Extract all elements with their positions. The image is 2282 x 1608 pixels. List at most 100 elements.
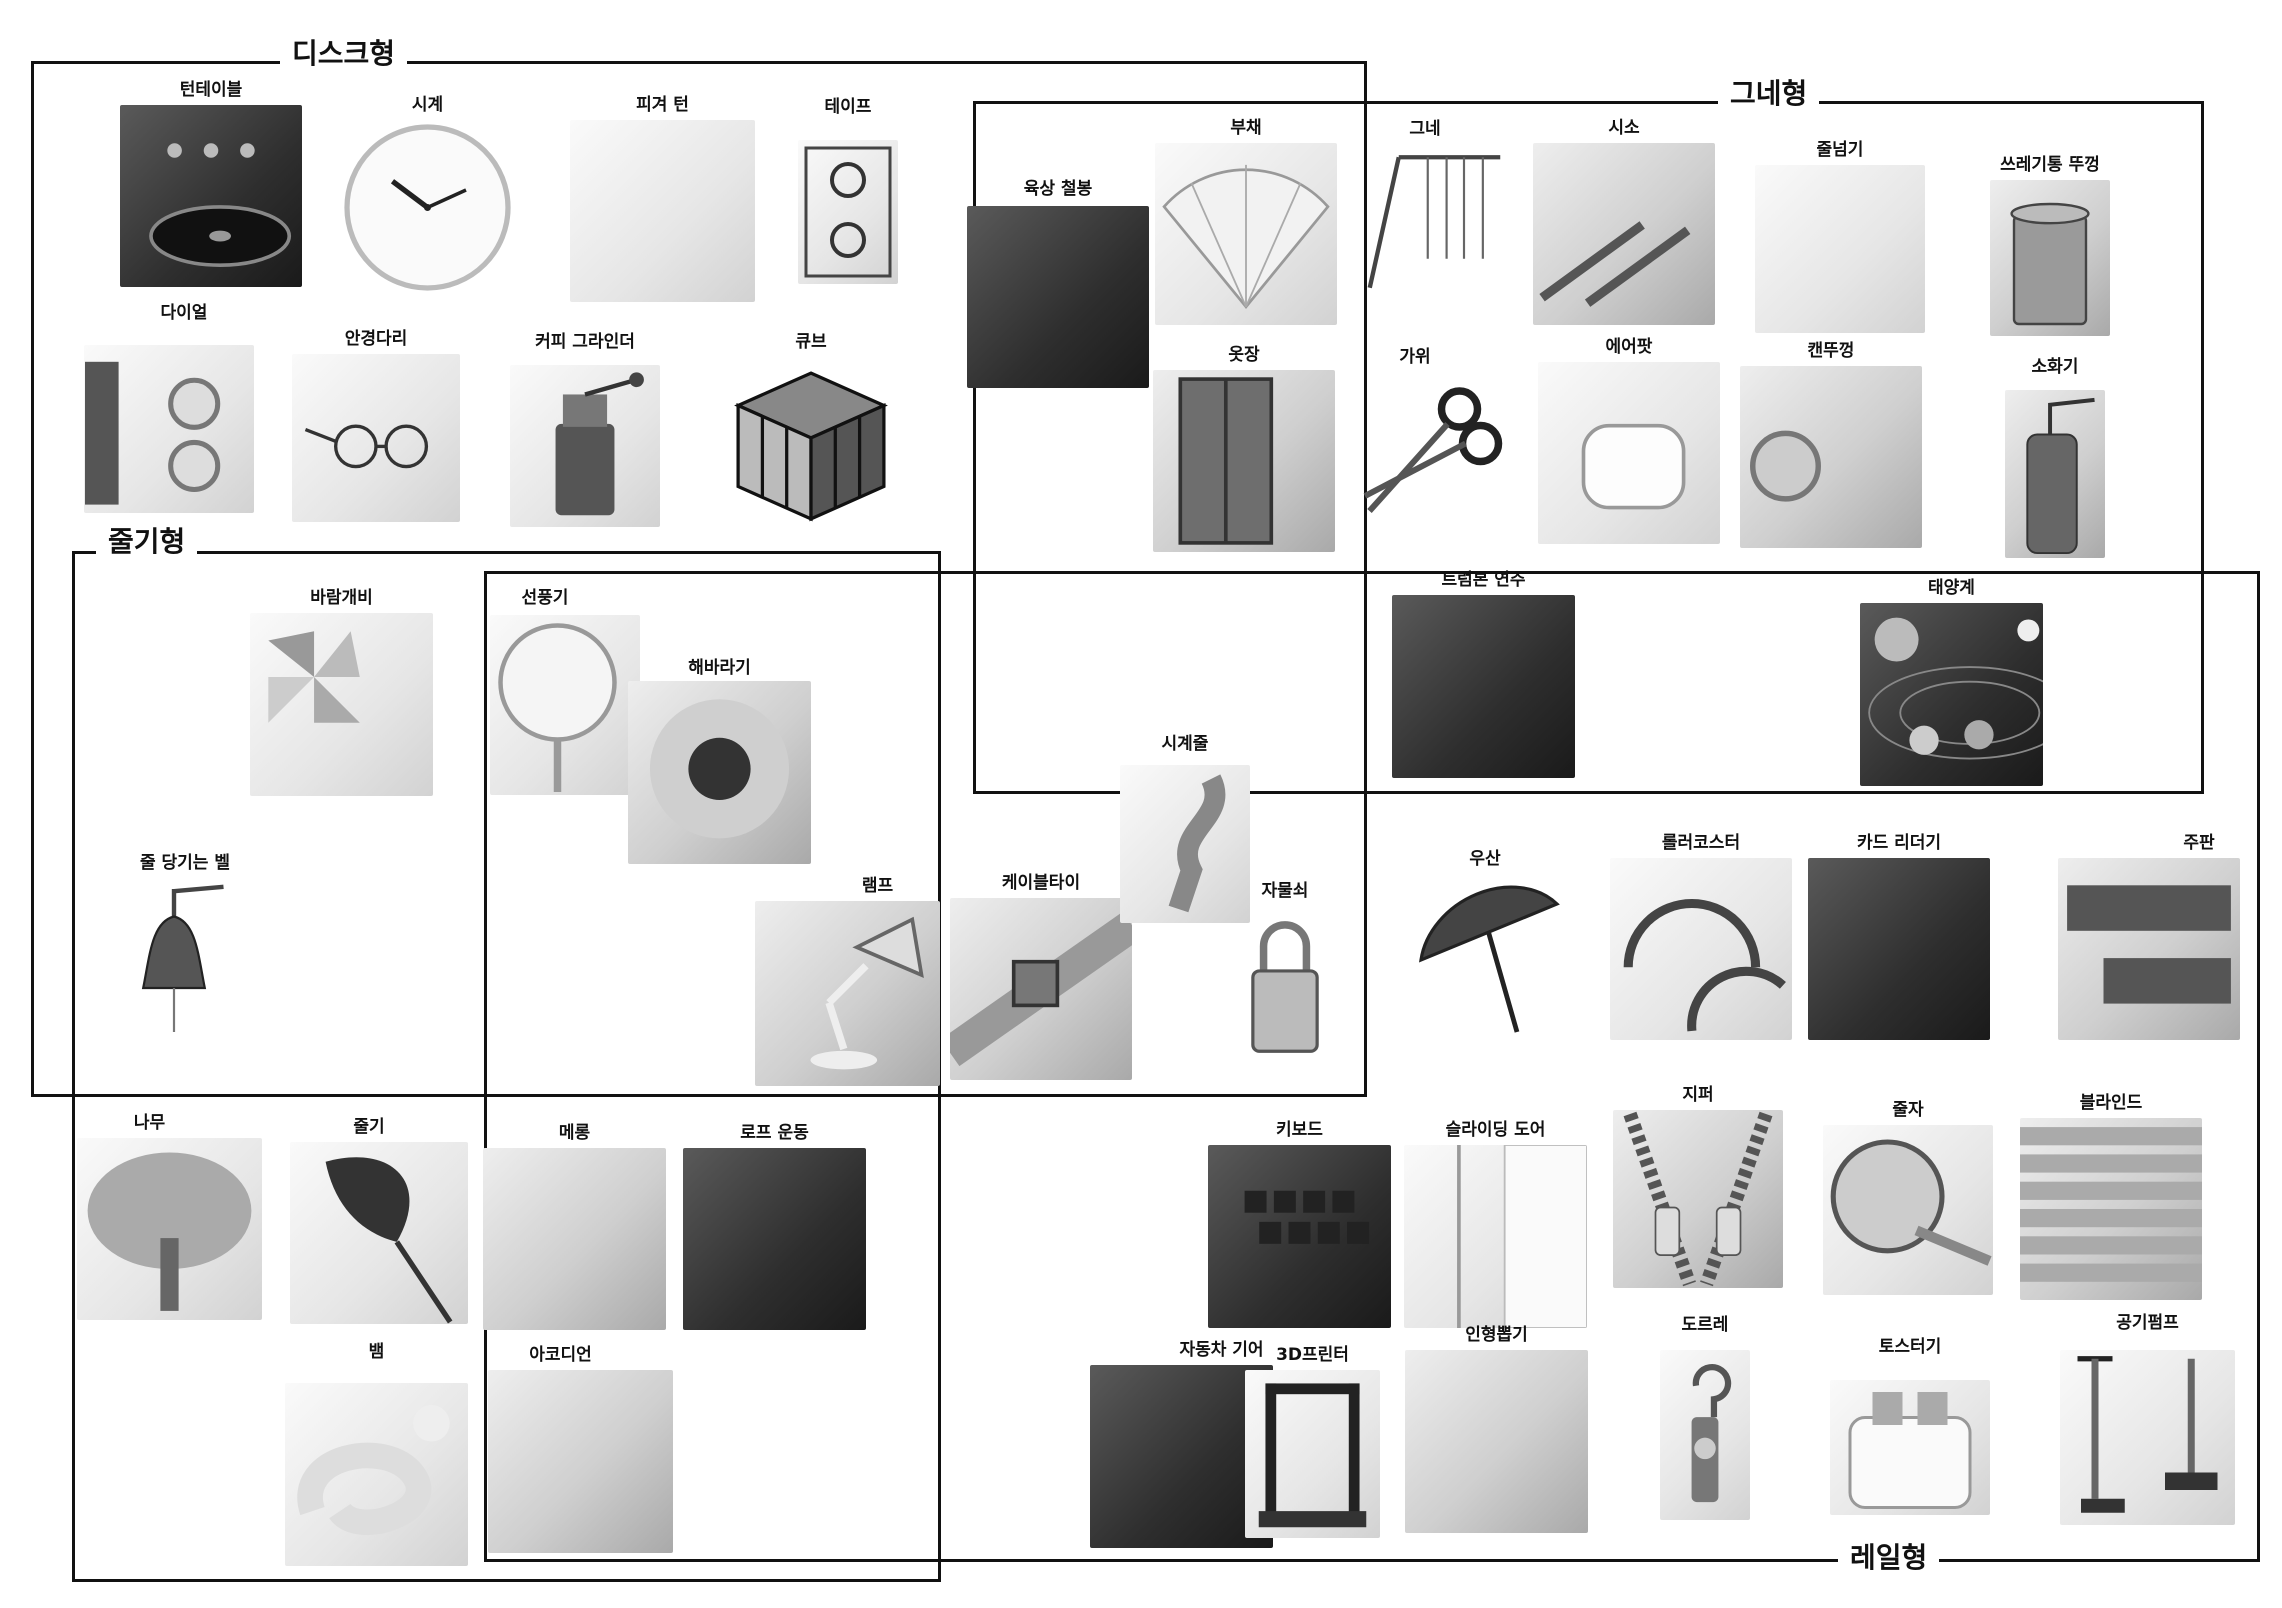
item-card-reader: 카드 리더기	[1808, 833, 1990, 1040]
air-pump-photo	[2060, 1350, 2235, 1525]
region-title-stem: 줄기형	[96, 524, 198, 560]
item-fan-hand: 부채	[1155, 118, 1337, 325]
item-sunflower: 해바라기	[628, 658, 811, 864]
item-label: 바람개비	[310, 588, 373, 608]
item-label: 아코디언	[529, 1345, 592, 1365]
padlock-icon	[1251, 921, 1319, 1053]
item-label: 메롱	[558, 1123, 591, 1143]
blind-photo	[2020, 1118, 2202, 1300]
item-pinwheel: 바람개비	[250, 588, 433, 796]
mellong-photo	[483, 1148, 666, 1330]
tape-measure-photo	[1823, 1125, 1993, 1295]
item-label: 줄기	[353, 1117, 385, 1137]
item-label: 램프	[861, 876, 894, 896]
item-padlock: 자물쇠	[1230, 881, 1340, 1062]
region-title-swing: 그네형	[1718, 76, 1820, 112]
item-jump-rope: 줄넘기	[1755, 140, 1925, 333]
item-label: 시소	[1608, 118, 1640, 138]
trombone-photo	[1392, 595, 1575, 778]
region-disk	[31, 61, 1367, 1097]
item-extinguisher: 소화기	[2005, 357, 2105, 558]
umbrella-icon	[1419, 885, 1560, 1033]
item-umbrella: 우산	[1405, 849, 1565, 1040]
item-snake: 뱀	[285, 1342, 468, 1566]
item-blind: 블라인드	[2020, 1093, 2202, 1300]
item-label: 캔뚜껑	[1807, 341, 1855, 361]
region-title-rail: 레일형	[1838, 1540, 1940, 1576]
item-label: 부채	[1230, 118, 1262, 138]
item-label: 키보드	[1276, 1120, 1323, 1140]
item-label: 가위	[1399, 347, 1431, 367]
item-label: 줄자	[1892, 1100, 1924, 1120]
clock-icon	[344, 124, 511, 291]
item-toaster: 토스터기	[1830, 1337, 1990, 1515]
item-label: 우산	[1469, 849, 1501, 869]
watch-strap-photo	[1120, 765, 1250, 923]
extinguisher-photo	[2005, 390, 2105, 558]
scissors-icon	[1363, 387, 1503, 514]
item-printer-3d: 3D프린터	[1245, 1345, 1380, 1538]
item-glasses-leg: 안경다리	[292, 329, 460, 522]
item-lamp: 램프	[755, 876, 940, 1086]
item-can-lid: 캔뚜껑	[1740, 341, 1922, 548]
item-label: 옷장	[1228, 345, 1260, 365]
item-label: 육상 철봉	[1023, 179, 1093, 199]
item-sliding-door: 슬라이딩 도어	[1404, 1120, 1587, 1328]
item-label: 3D프린터	[1276, 1345, 1349, 1365]
item-label: 선풍기	[521, 588, 569, 608]
seesaw-photo	[1533, 143, 1715, 325]
item-cube: 큐브	[730, 332, 892, 527]
sliding-door-photo	[1404, 1145, 1587, 1328]
pulley-photo	[1660, 1350, 1750, 1520]
item-label: 뱀	[368, 1342, 385, 1362]
figure-turn-photo	[570, 120, 755, 302]
item-air-pump: 공기펌프	[2060, 1313, 2235, 1525]
item-label: 턴테이블	[179, 80, 243, 100]
item-abacus: 주판	[2058, 833, 2240, 1040]
turntable-photo	[120, 105, 302, 287]
item-wardrobe: 옷장	[1153, 345, 1335, 552]
airpods-photo	[1538, 362, 1720, 544]
item-label: 테이프	[824, 97, 872, 117]
rubiks-cube-icon	[734, 371, 888, 522]
electric-fan-photo	[490, 615, 640, 795]
rope-workout-photo	[683, 1148, 866, 1330]
item-label: 나무	[133, 1113, 166, 1133]
tree-photo	[77, 1138, 262, 1320]
item-label: 자물쇠	[1261, 881, 1309, 901]
item-label: 해바라기	[688, 658, 751, 678]
item-pulley: 도르레	[1660, 1315, 1750, 1520]
item-label: 커피 그라인더	[535, 332, 635, 352]
high-bar-photo	[967, 206, 1149, 388]
item-clock: 시계	[340, 95, 515, 295]
solar-system-photo	[1860, 603, 2043, 786]
trash-lid-photo	[1990, 180, 2110, 336]
item-mellong: 메롱	[483, 1123, 666, 1330]
item-label: 안경다리	[344, 329, 408, 349]
cable-tie-photo	[950, 898, 1132, 1080]
item-label: 시계	[411, 95, 444, 115]
item-label: 로프 운동	[740, 1123, 809, 1143]
item-label: 공기펌프	[2116, 1313, 2179, 1333]
glasses-leg-photo	[292, 354, 460, 522]
bell-icon	[141, 884, 224, 1032]
item-solar-system: 태양계	[1860, 578, 2043, 786]
gear-shift-photo	[1090, 1365, 1273, 1548]
card-reader-photo	[1808, 858, 1990, 1040]
item-label: 롤러코스터	[1661, 833, 1741, 853]
item-trash-lid: 쓰레기통 뚜껑	[1990, 155, 2110, 336]
item-zipper: 지퍼	[1613, 1085, 1783, 1288]
item-airpods: 에어팟	[1538, 337, 1720, 544]
item-label: 도르레	[1681, 1315, 1729, 1335]
item-cable-tie: 케이블타이	[950, 873, 1132, 1080]
item-high-bar: 육상 철봉	[967, 179, 1149, 388]
printer-3d-photo	[1245, 1370, 1380, 1538]
item-label: 블라인드	[2079, 1093, 2143, 1113]
item-watch-strap: 시계줄	[1120, 734, 1250, 923]
item-swing: 그네	[1350, 119, 1520, 295]
item-accordion: 아코디언	[488, 1345, 673, 1553]
swing-set-icon	[1367, 155, 1501, 289]
item-label: 다이얼	[160, 303, 208, 323]
accordion-photo	[488, 1370, 673, 1553]
item-label: 그네	[1409, 119, 1441, 139]
